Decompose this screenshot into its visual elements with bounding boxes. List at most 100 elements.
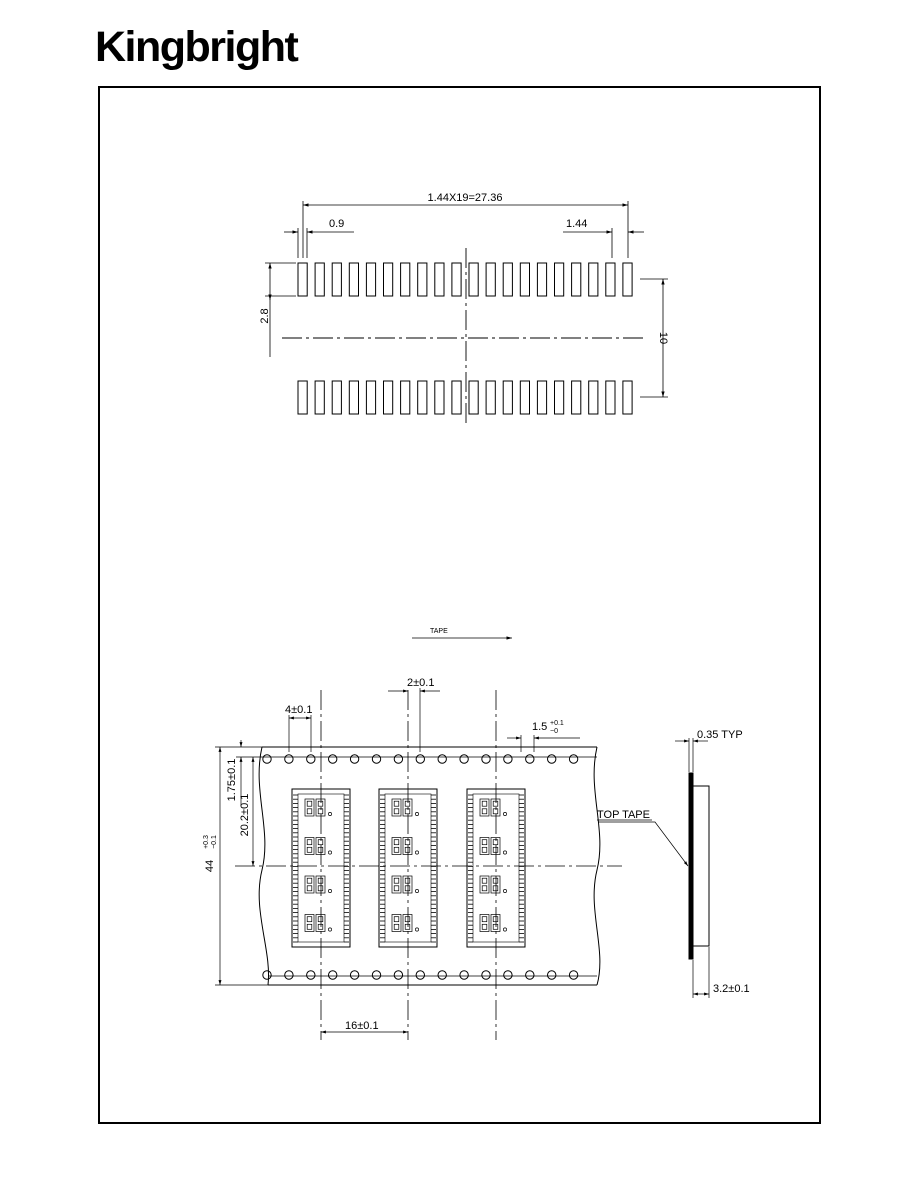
solder-pad xyxy=(485,380,496,415)
solder-pad xyxy=(314,262,325,297)
solder-pad xyxy=(588,262,599,297)
solder-pad xyxy=(536,262,548,297)
solder-pad xyxy=(605,380,616,415)
sprocket-hole xyxy=(503,754,513,764)
seven-segment-digit xyxy=(315,914,326,932)
top-tape-leader xyxy=(598,821,689,867)
seven-segment-digit xyxy=(315,875,326,894)
solder-pad xyxy=(365,262,377,297)
sprocket-hole xyxy=(349,970,360,980)
sprocket-hole xyxy=(393,754,404,764)
pocket-pitch-label: 16±0.1 xyxy=(345,1020,379,1032)
sprocket-hole xyxy=(547,754,557,764)
sprocket-hole xyxy=(481,970,491,980)
sprocket-hole xyxy=(525,970,535,980)
pocket-depth-label: 3.2±0.1 xyxy=(713,983,750,995)
hole-diameter-tol-plus: +0.1 xyxy=(550,720,564,727)
solder-pad xyxy=(468,262,479,297)
sprocket-pitch-label: 4±0.1 xyxy=(285,704,312,716)
solder-pad xyxy=(297,262,308,297)
pad-width-label: 0.9 xyxy=(329,218,344,230)
pad-length-label: 2.8 xyxy=(259,308,271,323)
solder-pad xyxy=(536,380,548,415)
sprocket-holes-bottom xyxy=(262,970,579,980)
solder-pad xyxy=(348,262,359,297)
hole-to-pocket-label: 2±0.1 xyxy=(407,677,434,689)
seven-segment-digit xyxy=(490,798,501,817)
sprocket-hole xyxy=(393,970,404,980)
sprocket-hole xyxy=(459,754,469,764)
seven-segment-digit xyxy=(490,914,501,932)
seven-segment-digit xyxy=(391,875,402,894)
pitch-label: 1.44 xyxy=(566,218,587,230)
seven-segment-digit xyxy=(490,875,501,894)
sprocket-hole xyxy=(568,754,579,764)
sprocket-hole xyxy=(481,754,491,764)
sprocket-hole xyxy=(459,970,469,980)
seven-segment-digit xyxy=(479,837,490,855)
drawing-frame xyxy=(98,86,821,1124)
seven-segment-digit xyxy=(304,798,315,817)
solder-pad xyxy=(400,262,411,297)
solder-pad xyxy=(365,380,377,415)
left-break-line xyxy=(258,746,270,986)
solder-pad xyxy=(605,262,616,297)
seven-segment-digit xyxy=(391,837,402,855)
carrier-tape xyxy=(215,688,622,1040)
tape-direction-label: TAPE xyxy=(430,628,448,635)
solder-pad xyxy=(519,380,530,415)
sprocket-hole xyxy=(349,754,360,764)
solder-pad xyxy=(417,262,428,297)
right-break-line xyxy=(593,746,601,986)
solder-pad xyxy=(554,262,565,297)
sprocket-hole xyxy=(547,970,557,980)
tape-side-view xyxy=(598,738,710,998)
seven-segment-digit xyxy=(304,875,315,894)
solder-pad xyxy=(331,262,342,297)
cover-thickness-label: 0.35 TYP xyxy=(697,729,743,741)
solder-pad xyxy=(571,262,582,297)
sprocket-hole xyxy=(437,970,447,980)
sprocket-hole xyxy=(262,970,272,980)
hole-to-center-label: 20.2±0.1 xyxy=(239,794,251,837)
seven-segment-digit xyxy=(479,914,490,932)
sprocket-hole xyxy=(371,754,382,764)
total-width-label: 1.44X19=27.36 xyxy=(428,192,503,204)
sprocket-hole xyxy=(284,970,294,980)
sprocket-hole xyxy=(306,970,316,980)
seven-segment-digit xyxy=(402,875,413,894)
solder-pad xyxy=(297,380,308,415)
edge-to-hole-label: 1.75±0.1 xyxy=(226,759,238,802)
solder-pad xyxy=(348,380,359,415)
seven-segment-digit xyxy=(304,914,315,932)
sprocket-hole xyxy=(262,754,272,764)
solder-pad xyxy=(314,380,325,415)
solder-pad xyxy=(622,380,633,415)
seven-segment-digit xyxy=(402,837,413,855)
sprocket-hole xyxy=(284,754,294,764)
solder-pad xyxy=(622,262,633,297)
tape-width-label: 44 xyxy=(204,860,216,872)
solder-pad xyxy=(502,262,513,297)
sprocket-hole xyxy=(525,754,535,764)
seven-segment-digit xyxy=(402,914,413,932)
row-spacing-label: 10 xyxy=(657,332,669,344)
brand-logo: Kingbright xyxy=(95,23,299,71)
pad-layout xyxy=(265,201,668,426)
hole-diameter-label: 1.5 xyxy=(532,721,547,733)
solder-pad xyxy=(519,262,530,297)
top-tape-label: TOP TAPE xyxy=(597,809,650,821)
solder-pad xyxy=(451,262,462,297)
solder-pad xyxy=(588,380,599,415)
sprocket-hole xyxy=(328,754,338,764)
pad-row-bottom xyxy=(297,380,633,415)
sprocket-hole xyxy=(503,970,513,980)
seven-segment-digit xyxy=(391,798,402,817)
seven-segment-digit xyxy=(479,798,490,817)
solder-pad xyxy=(485,262,496,297)
sprocket-hole xyxy=(306,754,316,764)
seven-segment-digit xyxy=(402,798,413,817)
solder-pad xyxy=(400,380,411,415)
component-pockets xyxy=(291,788,526,948)
